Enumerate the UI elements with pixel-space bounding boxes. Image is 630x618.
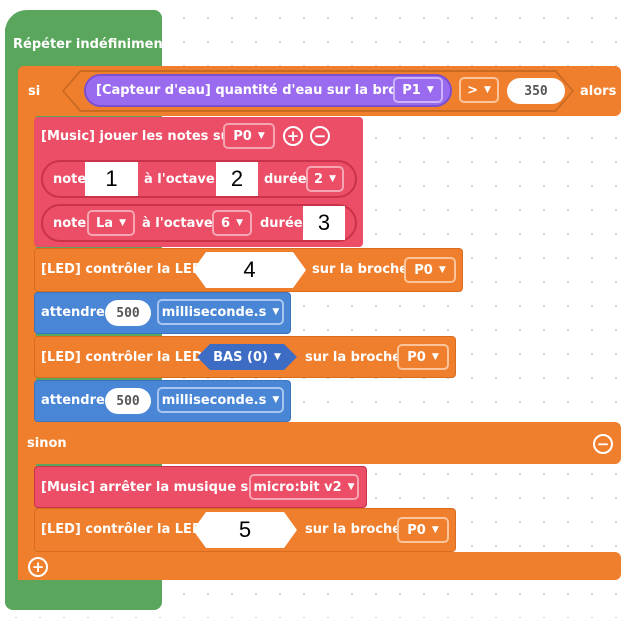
water-sensor-label: [Capteur d'eau] quantité d'eau sur la br… — [96, 83, 423, 98]
led-pin-label: sur la broche — [312, 262, 409, 277]
else-label: sinon — [27, 436, 67, 451]
led-pin-label: sur la broche — [305, 522, 402, 537]
note-value: La — [96, 215, 114, 231]
led-state-value: BAS (0) — [213, 349, 268, 365]
music-play-label: [Music] jouer les notes sur — [41, 129, 237, 144]
duration-dropdown[interactable]: 2 ▼ — [306, 166, 344, 192]
duration-value: 2 — [314, 171, 324, 187]
chevron-down-icon: ▼ — [272, 395, 280, 405]
duration-value-input[interactable]: 3 — [303, 206, 345, 240]
wait-duration-input[interactable]: 500 — [105, 300, 151, 326]
led-control-label: [LED] contrôler la LED — [41, 522, 203, 537]
music-pin-dropdown[interactable]: P0 ▼ — [223, 123, 275, 149]
duration-label: durée — [260, 216, 303, 231]
then-label: alors — [580, 84, 617, 99]
octave-value-input[interactable]: 2 — [216, 162, 258, 196]
led-value-input[interactable]: 4 — [193, 252, 306, 288]
add-branch-icon[interactable]: + — [28, 557, 48, 577]
chevron-down-icon: ▼ — [431, 525, 439, 535]
led-pin-value: P0 — [407, 522, 426, 538]
octave-value: 6 — [221, 215, 231, 231]
operator-value: > — [467, 82, 478, 98]
sensor-pin-dropdown[interactable]: P1 ▼ — [393, 77, 443, 103]
music-stop-label: [Music] arrêter la musique sur — [41, 480, 264, 495]
sensor-pin-value: P1 — [402, 82, 421, 98]
note-label: note — [53, 216, 87, 231]
led-control-label: [LED] contrôler la LED — [41, 350, 203, 365]
octave-label: à l'octave — [142, 216, 213, 231]
music-pin-value: P0 — [233, 128, 252, 144]
chevron-down-icon: ▼ — [236, 218, 243, 228]
repeat-forever-label: Répéter indéfiniment — [13, 37, 169, 52]
chevron-down-icon: ▼ — [272, 307, 280, 317]
threshold-input[interactable]: 350 — [507, 78, 565, 104]
duration-label: durée — [264, 172, 307, 187]
chevron-down-icon: ▼ — [273, 352, 281, 362]
led-pin-dropdown[interactable]: P0 ▼ — [397, 344, 449, 370]
chevron-down-icon: ▼ — [483, 85, 491, 95]
remove-else-icon[interactable]: − — [593, 434, 613, 454]
repeat-forever-header — [5, 28, 162, 62]
wait-unit-value: milliseconde.s — [161, 392, 267, 408]
chevron-down-icon: ▼ — [257, 131, 265, 141]
led-pin-value: P0 — [414, 262, 433, 278]
wait-label: attendre — [41, 393, 105, 408]
if-label: si — [28, 84, 41, 99]
wait-unit-dropdown[interactable]: milliseconde.s ▼ — [157, 299, 284, 325]
add-note-icon[interactable]: + — [283, 126, 303, 146]
chevron-down-icon: ▼ — [438, 265, 446, 275]
led-value-input[interactable]: 5 — [193, 512, 297, 548]
octave-dropdown[interactable]: 6 ▼ — [212, 210, 252, 236]
octave-label: à l'octave — [144, 172, 215, 187]
else-block-header[interactable] — [18, 422, 621, 464]
if-block-footer — [18, 552, 621, 580]
led-pin-dropdown[interactable]: P0 ▼ — [404, 257, 456, 283]
note-dropdown[interactable]: La ▼ — [87, 210, 135, 236]
note-value-input[interactable]: 1 — [85, 162, 138, 196]
wait-label: attendre — [41, 305, 105, 320]
operator-dropdown[interactable]: > ▼ — [459, 77, 499, 103]
wait-unit-value: milliseconde.s — [161, 304, 267, 320]
note-label: note — [53, 172, 87, 187]
wait-unit-dropdown[interactable]: milliseconde.s ▼ — [157, 387, 284, 413]
led-pin-label: sur la broche — [305, 350, 402, 365]
led-pin-value: P0 — [407, 349, 426, 365]
music-target-dropdown[interactable]: micro:bit v2 ▼ — [249, 474, 359, 500]
chevron-down-icon: ▼ — [329, 174, 336, 184]
led-pin-dropdown[interactable]: P0 ▼ — [397, 517, 449, 543]
chevron-down-icon: ▼ — [119, 218, 126, 228]
chevron-down-icon: ▼ — [347, 482, 355, 492]
led-state-dropdown[interactable]: BAS (0) ▼ — [197, 344, 297, 370]
chevron-down-icon: ▼ — [431, 352, 439, 362]
led-control-label: [LED] contrôler la LED — [41, 262, 203, 277]
water-sensor-reporter[interactable] — [84, 74, 452, 107]
chevron-down-icon: ▼ — [426, 85, 434, 95]
wait-duration-input[interactable]: 500 — [105, 388, 151, 414]
remove-note-icon[interactable]: − — [310, 126, 330, 146]
music-target-value: micro:bit v2 — [253, 479, 342, 495]
